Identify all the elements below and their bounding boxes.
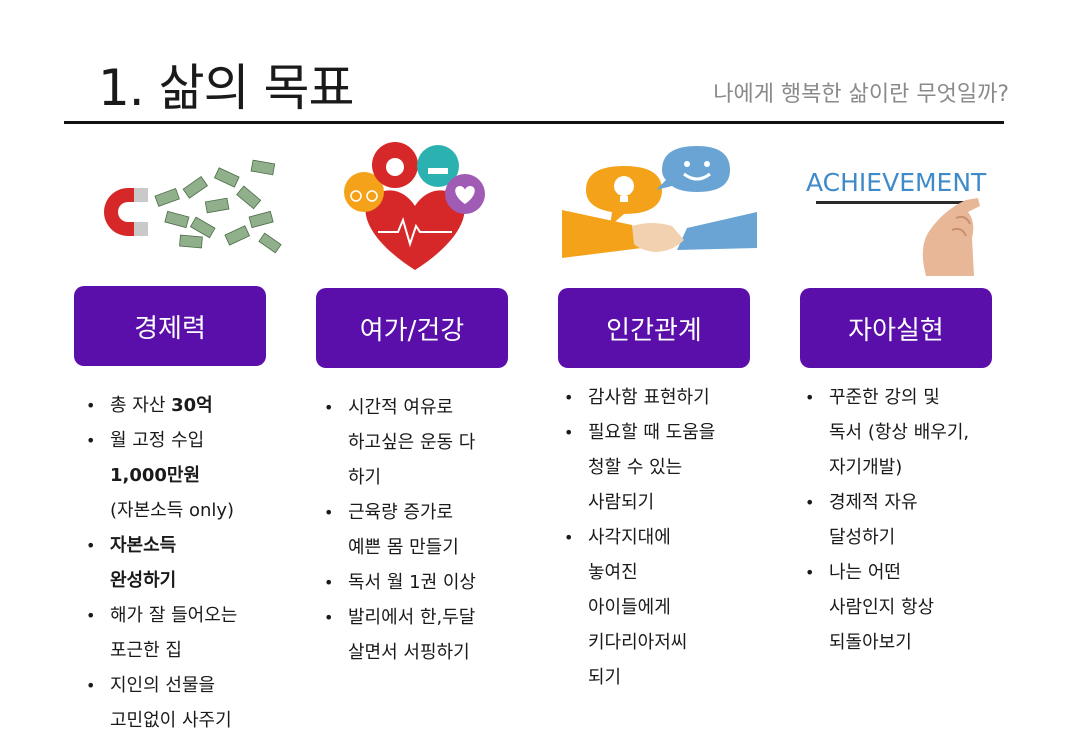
list-item-text: 되돌아보기 <box>829 632 912 653</box>
list-item-text: 자본소득 <box>110 535 177 556</box>
heading-leisure-health: 여가/건강 <box>316 288 508 368</box>
list-item: 필요할 때 도움을 청할 수 있는 사람되기 <box>562 415 715 520</box>
list-item-text: 청할 수 있는 <box>588 457 683 478</box>
list-item-text: 발리에서 한,두달 <box>348 607 476 628</box>
page-title: 1. 삶의 목표 <box>98 59 354 117</box>
list-item: 경제적 자유 달성하기 <box>803 485 969 555</box>
list-item-text: 놓여진 <box>588 562 638 583</box>
list-item-text: 총 자산 <box>110 395 172 416</box>
list-item: 자본소득 완성하기 <box>84 528 237 598</box>
achievement-hand-writing: ACHIEVEMENT <box>806 168 987 276</box>
page-subtitle: 나에게 행복한 삶이란 무엇일까? <box>713 82 1009 107</box>
list-item: 시간적 여유로 하고싶은 운동 다 하기 <box>322 390 476 495</box>
list-item-text: 경제적 자유 <box>829 492 918 513</box>
list-item: 감사함 표현하기 <box>562 380 715 415</box>
title-divider <box>64 121 1004 124</box>
list-item-text: 고민없이 사주기 <box>110 710 232 731</box>
list-item-text: 독서 (항상 배우기, <box>829 422 970 443</box>
economic-goals-list: 총 자산 30억 월 고정 수입 1,000만원 (자본소득 only) 자본소… <box>84 388 237 738</box>
list-item: 1,000만원 <box>84 458 237 493</box>
list-item-text: 1,000만원 <box>110 465 201 486</box>
list-item: 지인의 선물을 고민없이 사주기 <box>84 668 237 738</box>
list-item: (자본소득 only) <box>84 493 237 528</box>
list-item-text: 사각지대에 <box>588 527 671 548</box>
heading-self-realization: 자아실현 <box>800 288 992 368</box>
achievement-word: ACHIEVEMENT <box>806 168 987 197</box>
list-item: 해가 잘 들어오는 포근한 집 <box>84 598 237 668</box>
handshake-speech-bubbles-icon <box>562 146 757 258</box>
leisure-health-goals-list: 시간적 여유로 하고싶은 운동 다 하기 근육량 증가로 예쁜 몸 만들기 독서… <box>322 390 476 670</box>
list-item-text: 사람인지 항상 <box>829 597 935 618</box>
list-item-text: 지인의 선물을 <box>110 675 216 696</box>
list-item-text: 하기 <box>348 467 382 488</box>
list-item-text: 사람되기 <box>588 492 655 513</box>
list-item: 꾸준한 강의 및 독서 (항상 배우기, 자기개발) <box>803 380 969 485</box>
list-item-text: (자본소득 only) <box>110 500 235 521</box>
heading-relationships: 인간관계 <box>558 288 750 368</box>
list-item: 독서 월 1권 이상 <box>322 565 476 600</box>
list-item-text: 감사함 표현하기 <box>588 387 710 408</box>
list-item-text: 근육량 증가로 <box>348 502 454 523</box>
magnet-attracting-money-icon <box>104 159 282 254</box>
list-item: 사각지대에 놓여진 아이들에게 키다리아저씨 되기 <box>562 520 715 695</box>
list-item: 총 자산 30억 <box>84 388 237 423</box>
list-item-text: 해가 잘 들어오는 <box>110 605 238 626</box>
list-item-text: 꾸준한 강의 및 <box>829 387 940 408</box>
list-item-text: 나는 어떤 <box>829 562 901 583</box>
list-item-text: 아이들에게 <box>588 597 671 618</box>
list-item-text: 완성하기 <box>110 570 177 591</box>
list-item-text: 달성하기 <box>829 527 896 548</box>
list-item-text: 살면서 서핑하기 <box>348 642 470 663</box>
heart-health-icons <box>344 142 485 270</box>
list-item-text: 키다리아저씨 <box>588 632 688 653</box>
relationship-goals-list: 감사함 표현하기 필요할 때 도움을 청할 수 있는 사람되기 사각지대에 놓여… <box>562 380 715 695</box>
list-item-text: 포근한 집 <box>110 640 182 661</box>
list-item-text: 되기 <box>588 667 622 688</box>
heading-economic-power: 경제력 <box>74 286 266 366</box>
self-realization-goals-list: 꾸준한 강의 및 독서 (항상 배우기, 자기개발) 경제적 자유 달성하기 나… <box>803 380 969 660</box>
list-item-text: 필요할 때 도움을 <box>588 422 716 443</box>
list-item-text: 월 고정 수입 <box>110 430 205 451</box>
list-item-text: 예쁜 몸 만들기 <box>348 537 459 558</box>
list-item: 월 고정 수입 <box>84 423 237 458</box>
list-item-text-bold: 30억 <box>171 395 213 416</box>
list-item-text: 하고싶은 운동 다 <box>348 432 476 453</box>
list-item-text: 자기개발) <box>829 457 903 478</box>
list-item: 나는 어떤 사람인지 항상 되돌아보기 <box>803 555 969 660</box>
list-item-text: 독서 월 1권 이상 <box>348 572 476 593</box>
list-item: 발리에서 한,두달 살면서 서핑하기 <box>322 600 476 670</box>
list-item: 근육량 증가로 예쁜 몸 만들기 <box>322 495 476 565</box>
list-item-text: 시간적 여유로 <box>348 397 454 418</box>
